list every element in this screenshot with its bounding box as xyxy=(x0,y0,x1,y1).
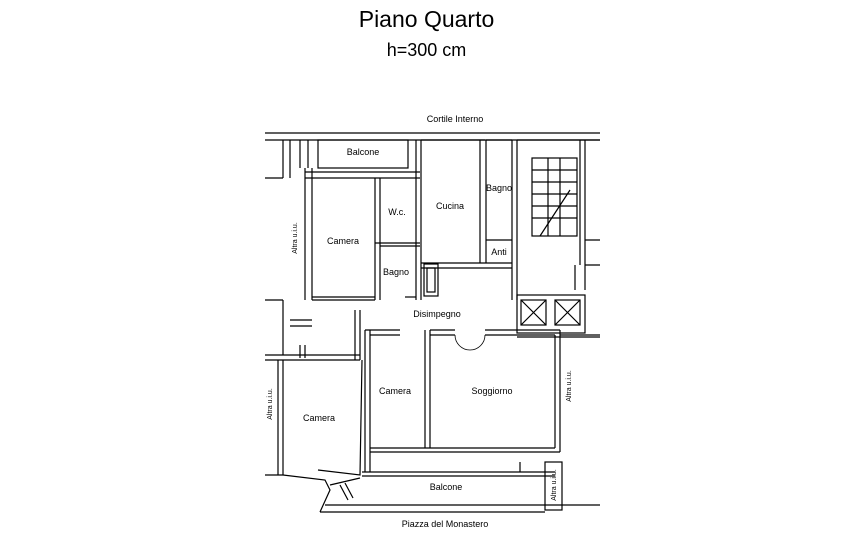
room-bagno-mid: Bagno xyxy=(383,267,409,277)
room-cucina: Cucina xyxy=(436,201,464,211)
page-subtitle: h=300 cm xyxy=(386,40,467,60)
street-bottom-label: Piazza del Monastero xyxy=(402,519,489,529)
room-camera-mid: Camera xyxy=(379,386,411,396)
walls xyxy=(265,132,600,513)
street-top-label: Cortile Interno xyxy=(427,114,484,124)
room-wc: W.c. xyxy=(388,207,406,217)
room-soggiorno: Soggiorno xyxy=(471,386,512,396)
room-anti: Anti xyxy=(491,247,507,257)
page-title: Piano Quarto xyxy=(358,6,495,32)
neighbor-left-top: Altra u.i.u. xyxy=(292,222,299,254)
room-disimpegno: Disimpegno xyxy=(413,309,461,319)
neighbor-right-mid: Altra u.i.u. xyxy=(566,370,573,402)
room-bagno-right: Bagno xyxy=(486,183,512,193)
room-balcone-top: Balcone xyxy=(347,147,380,157)
room-balcone-bottom: Balcone xyxy=(430,482,463,492)
room-camera-top: Camera xyxy=(327,236,359,246)
neighbor-right-bottom: Altra u.i.u. xyxy=(551,469,558,501)
room-camera-left: Camera xyxy=(303,413,335,423)
neighbor-left-bottom: Altra u.i.u. xyxy=(267,388,274,420)
